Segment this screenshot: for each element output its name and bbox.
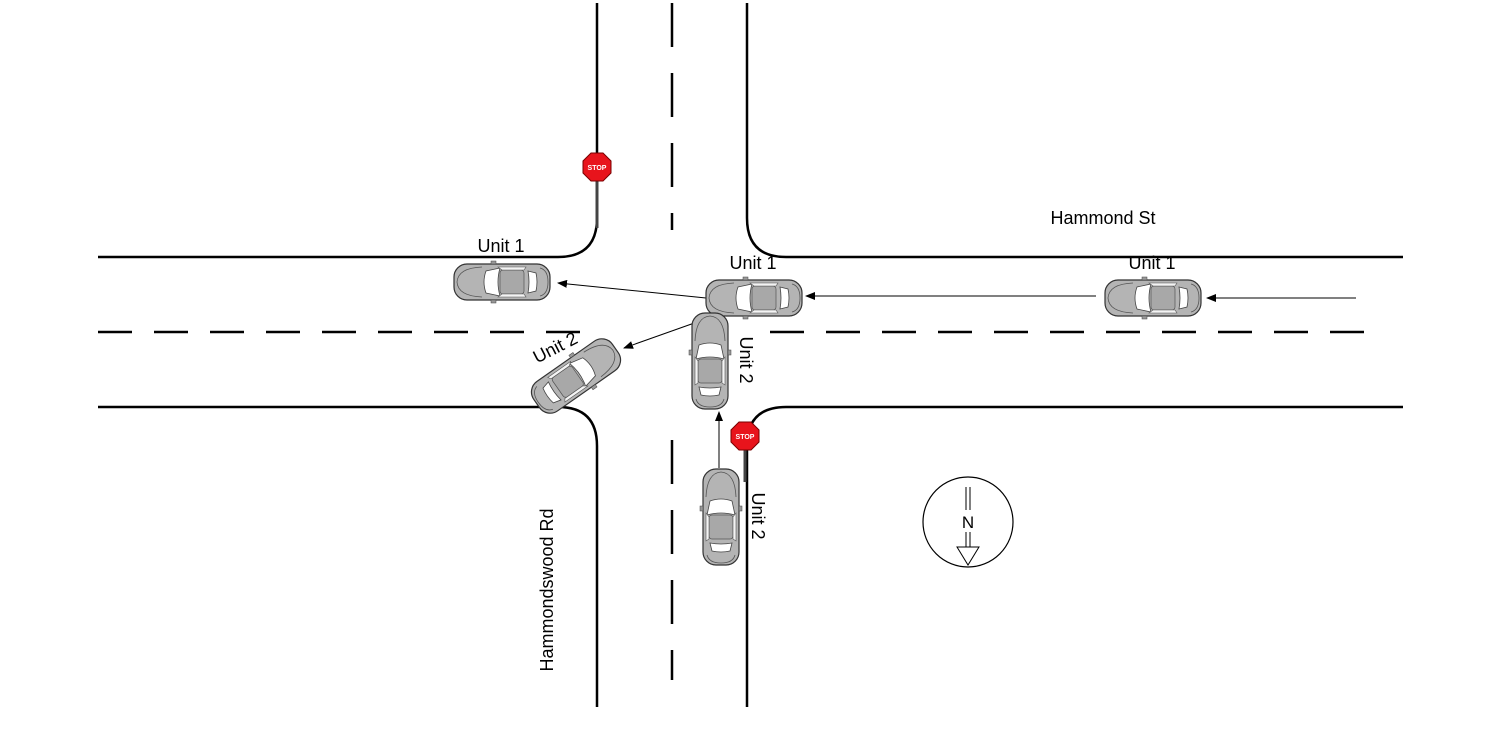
hammond-st-south-edge-west [98,405,599,707]
hammond-st-north-edge-east [745,3,1403,259]
hammond-st-north-edge-west [98,3,599,259]
travel-paths [557,279,1356,468]
stop-sign-text: STOP [588,165,607,172]
unit1-car-final [453,260,551,304]
street-name-hammond-st: Hammond St [1050,208,1155,228]
street-name-hammondswood-rd: Hammondswood Rd [537,508,557,671]
stop-sign-text: STOP [736,434,755,441]
unit1-label-east: Unit 1 [1128,253,1175,273]
unit1-car-east [1104,276,1202,320]
hammond-st-south-edge-east [745,405,1403,707]
unit1-car-impact [705,276,803,320]
stop-sign-northwest: STOP [582,152,612,228]
unit1-path-arrow-west [557,279,707,299]
unit2-label-south: Unit 2 [748,492,768,539]
unit1-label-final: Unit 1 [477,236,524,256]
center-lines [98,3,1385,680]
stop-sign-southeast: STOP [730,421,760,482]
unit2-path-arrow-west [623,320,701,349]
unit2-car-impact [688,312,732,410]
unit2-car-south [699,468,743,566]
north-arrow-letter: N [962,513,974,532]
north-arrow: N [922,476,1014,568]
unit2-label-impact: Unit 2 [736,336,756,383]
north-arrow-head [956,546,980,566]
unit1-label-impact: Unit 1 [729,253,776,273]
